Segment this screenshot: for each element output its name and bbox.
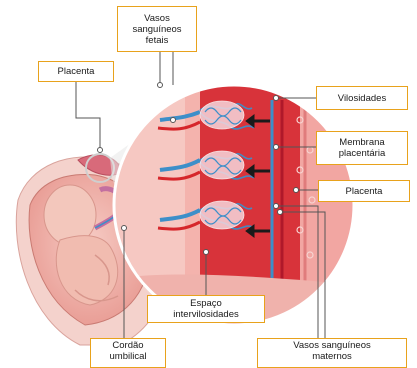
- vasos-maternos-line1: Vasos sanguíneos: [293, 340, 370, 351]
- membrana-line1: Membrana: [339, 137, 384, 148]
- label-placenta-right: Placenta: [318, 180, 410, 202]
- label-placenta-left: Placenta: [38, 61, 114, 82]
- cordao-line1: Cordão: [112, 340, 143, 351]
- label-cordao: Cordão umbilical: [90, 338, 166, 368]
- label-vasos-maternos: Vasos sanguíneos maternos: [257, 338, 407, 368]
- membrana-line2: placentária: [339, 148, 385, 159]
- placenta-right-text: Placenta: [346, 186, 383, 197]
- label-membrana: Membrana placentária: [316, 131, 408, 165]
- vasos-maternos-line2: maternos: [312, 351, 352, 362]
- vasos-fetais-line3: fetais: [146, 35, 169, 46]
- vilosidades-text: Vilosidades: [338, 93, 386, 104]
- placenta-left-text: Placenta: [58, 66, 95, 77]
- vasos-fetais-line1: Vasos: [144, 13, 170, 24]
- label-vasos-fetais: Vasos sanguíneos fetais: [117, 6, 197, 52]
- vasos-fetais-line2: sanguíneos: [132, 24, 181, 35]
- label-espaco: Espaço intervilosidades: [147, 295, 265, 323]
- espaco-line1: Espaço: [190, 298, 222, 309]
- cordao-line2: umbilical: [110, 351, 147, 362]
- espaco-line2: intervilosidades: [173, 309, 238, 320]
- label-vilosidades: Vilosidades: [316, 86, 408, 110]
